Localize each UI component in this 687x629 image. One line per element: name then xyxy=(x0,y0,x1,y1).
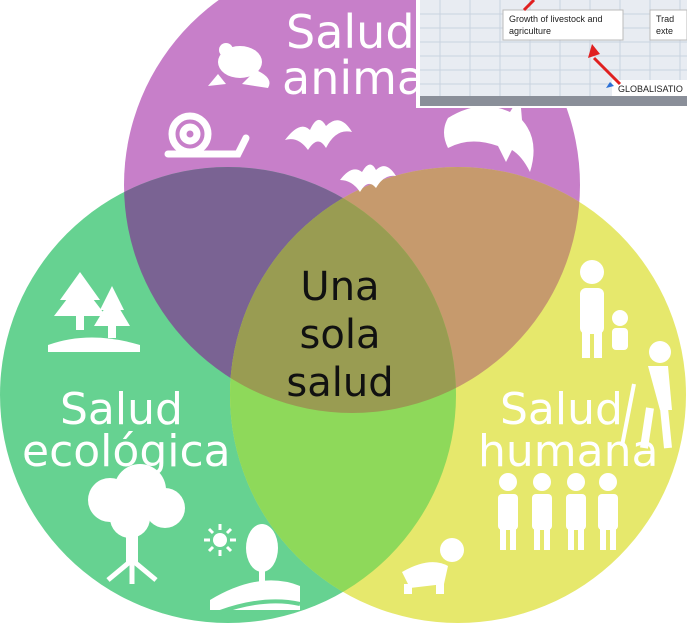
inset-box-livestock-line1: Growth of livestock and xyxy=(509,14,603,24)
animal-health-label-line2: animal xyxy=(282,51,438,105)
center-label-line1: Una xyxy=(300,264,379,310)
forest-icon xyxy=(48,272,140,352)
human-health-label-line1: Salud xyxy=(500,384,623,435)
sun-icon xyxy=(204,524,236,556)
inset-image: Growth of livestock and agriculture Trad… xyxy=(416,0,687,108)
frog-icon xyxy=(208,43,270,88)
inset-globalisation-label: GLOBALISATIO xyxy=(618,84,683,94)
landscape-icon xyxy=(210,524,301,614)
overlap-center xyxy=(230,167,456,413)
family-icon xyxy=(580,260,628,358)
dolphin-icon xyxy=(444,96,534,172)
ecological-health-label-line1: Salud xyxy=(60,384,183,435)
tree-icon xyxy=(88,464,185,584)
inset-box-trade-line2: exte xyxy=(656,26,673,36)
human-health-label-line2: humana xyxy=(478,426,658,477)
inset-box-livestock xyxy=(502,9,624,41)
inset-arrow-2 xyxy=(522,0,536,12)
animal-health-label-line1: Salud xyxy=(286,5,415,59)
elderly-icon xyxy=(620,341,672,449)
inset-box-livestock-line2: agriculture xyxy=(509,26,551,36)
baby-icon xyxy=(402,538,464,594)
snail-icon xyxy=(164,112,250,158)
inset-box-trade-line1: Trad xyxy=(656,14,674,24)
center-label-line2: sola xyxy=(300,312,381,358)
ecological-health-label-line2: ecológica xyxy=(22,426,231,477)
bat-icon xyxy=(285,119,396,192)
group-icon xyxy=(498,473,618,550)
inset-globalisation-box xyxy=(612,80,687,96)
inset-arrow-1 xyxy=(592,56,622,86)
center-label-line3: salud xyxy=(286,360,393,406)
inset-box-trade xyxy=(649,9,687,41)
